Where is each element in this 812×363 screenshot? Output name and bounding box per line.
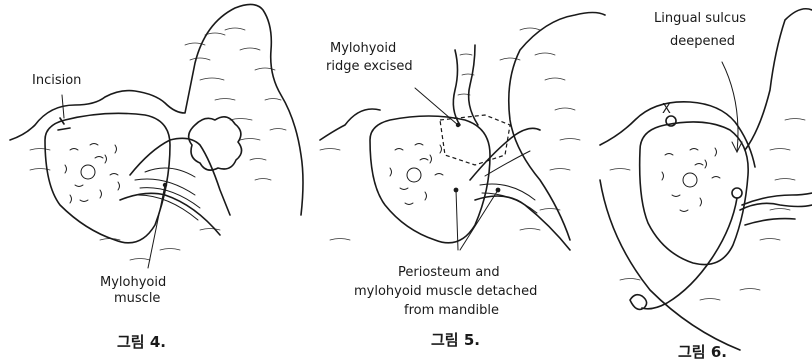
fig6-suture-button (630, 295, 647, 310)
figure-5: Mylohyoid ridge excised Periosteum and m… (320, 13, 605, 350)
fig5-lingual-flap (453, 45, 478, 125)
fig4-muscle-dot (163, 183, 167, 187)
fig6-label-sulcus-1: Lingual sulcus (654, 11, 746, 26)
fig4-mandible (45, 113, 170, 243)
fig6-cancellous-texture (662, 148, 720, 212)
fig5-label-ridge-2: ridge excised (326, 59, 413, 74)
fig6-label-sulcus-2: deepened (670, 34, 735, 49)
figure-4: Incision Mylohyoid muscle 그림 4. (10, 4, 303, 351)
fig4-mylohyoid-muscle (120, 138, 230, 235)
fig4-soft-tissue-hatching (30, 28, 286, 260)
fig5-ridge-pointer (415, 88, 458, 125)
figure-6: X Lingual sulcus deepened 그림 6. (600, 9, 812, 361)
fig5-tongue-outline (509, 13, 605, 241)
fig6-deepened-sulcus (745, 9, 812, 150)
fig6-mucosa-outline (600, 102, 755, 167)
fig5-cancellous-texture (390, 144, 443, 205)
fig5-detached-muscle (470, 128, 570, 250)
fig4-gland (189, 117, 242, 170)
fig6-suture-x: X (662, 102, 671, 117)
fig4-caption: 그림 4. (117, 333, 166, 351)
fig5-label-ridge-1: Mylohyoid (330, 41, 396, 56)
fig4-label-mylohyoid: Mylohyoid (100, 275, 166, 290)
fig6-suture-knot-side (732, 188, 742, 198)
fig5-label-peri-3: from mandible (404, 303, 499, 318)
fig5-excised-ridge (440, 115, 510, 165)
fig5-ridge-dot (456, 123, 460, 127)
fig5-label-peri-2: mylohyoid muscle detached (354, 284, 537, 299)
fig6-sulcus-pointer (722, 62, 738, 152)
fig5-label-peri-1: Periosteum and (398, 265, 500, 280)
fig4-label-muscle: muscle (114, 291, 160, 306)
fig6-suture-line (642, 198, 737, 309)
fig4-cancellous-texture (65, 144, 120, 204)
fig4-label-incision: Incision (32, 73, 81, 88)
fig5-mandible (370, 116, 490, 243)
fig6-soft-tissue-hatching (610, 119, 805, 301)
fig5-caption: 그림 5. (431, 331, 480, 349)
fig6-caption: 그림 6. (678, 343, 727, 361)
fig4-mucosa-outline (10, 4, 303, 215)
